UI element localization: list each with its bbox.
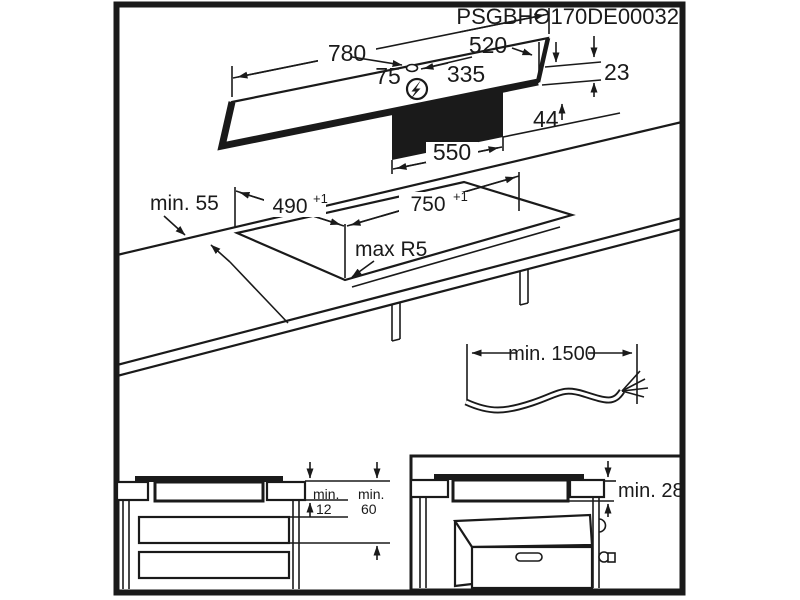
dim-hob-depth: 520 — [469, 32, 507, 58]
dim-drawer-gap-label: min. — [313, 486, 339, 502]
hob-body-oven-section — [451, 478, 570, 503]
lightning-bolt-icon — [410, 80, 421, 100]
hob-body — [392, 87, 503, 160]
counter-right-oven — [568, 478, 606, 499]
worktop-back-edge — [116, 120, 683, 257]
counter-right — [265, 480, 307, 502]
counter-left-oven — [409, 478, 450, 499]
drawer-clearance-section: min. 12 min. 60 — [115, 462, 390, 589]
dim-body-width: 550 — [433, 139, 471, 165]
hob-glass-section — [135, 476, 283, 482]
dim-oven-gap: min. 28 — [618, 480, 684, 502]
dim-cable-length: min. 1500 — [508, 343, 596, 365]
oven-side-bump — [598, 518, 607, 533]
dim-edge-height: 23 — [604, 59, 630, 85]
hob-body-section — [153, 480, 265, 503]
dim-corner-radius: max R5 — [355, 238, 427, 261]
drawer-1 — [137, 515, 291, 545]
worktop-front-top-edge — [116, 216, 683, 367]
oven-top — [453, 513, 594, 549]
mains-cable-drawing: min. 1500 — [464, 343, 649, 414]
dim-cutout-depth-tolerance: +1 — [313, 191, 328, 206]
hob-glass-oven-section — [434, 474, 584, 480]
dim-content-gap-value: 60 — [361, 501, 377, 517]
dim-gland-right: 335 — [447, 61, 485, 87]
mains-cable — [464, 387, 625, 414]
worktop-cutout — [233, 180, 576, 282]
hob-perspective-drawing: 780 520 75 335 23 44 550 — [116, 8, 683, 257]
cable-gland-hole — [405, 63, 419, 73]
dim-cutout-width-tolerance: +1 — [453, 189, 468, 204]
dim-edge-clearance: min. 55 — [150, 192, 219, 215]
drawer-2 — [137, 550, 291, 580]
counter-left — [115, 480, 150, 502]
dim-cutout-depth: 490 — [272, 195, 307, 218]
dim-content-gap-label: min. — [358, 486, 384, 502]
worktop-cutout-drawing: min. 55 490 +1 750 +1 max R5 — [116, 172, 683, 378]
dim-hob-width: 780 — [328, 40, 366, 66]
dim-body-height: 44 — [533, 106, 559, 132]
drawing-frame — [113, 1, 686, 596]
oven-clearance-section: min. 28 — [409, 454, 684, 592]
dim-cutout-width: 750 — [410, 193, 445, 216]
dim-drawer-gap-value: 12 — [316, 501, 332, 517]
oven-handle — [515, 552, 543, 562]
oven-section-box — [409, 454, 683, 592]
dim-gland-left: 75 — [375, 63, 401, 89]
